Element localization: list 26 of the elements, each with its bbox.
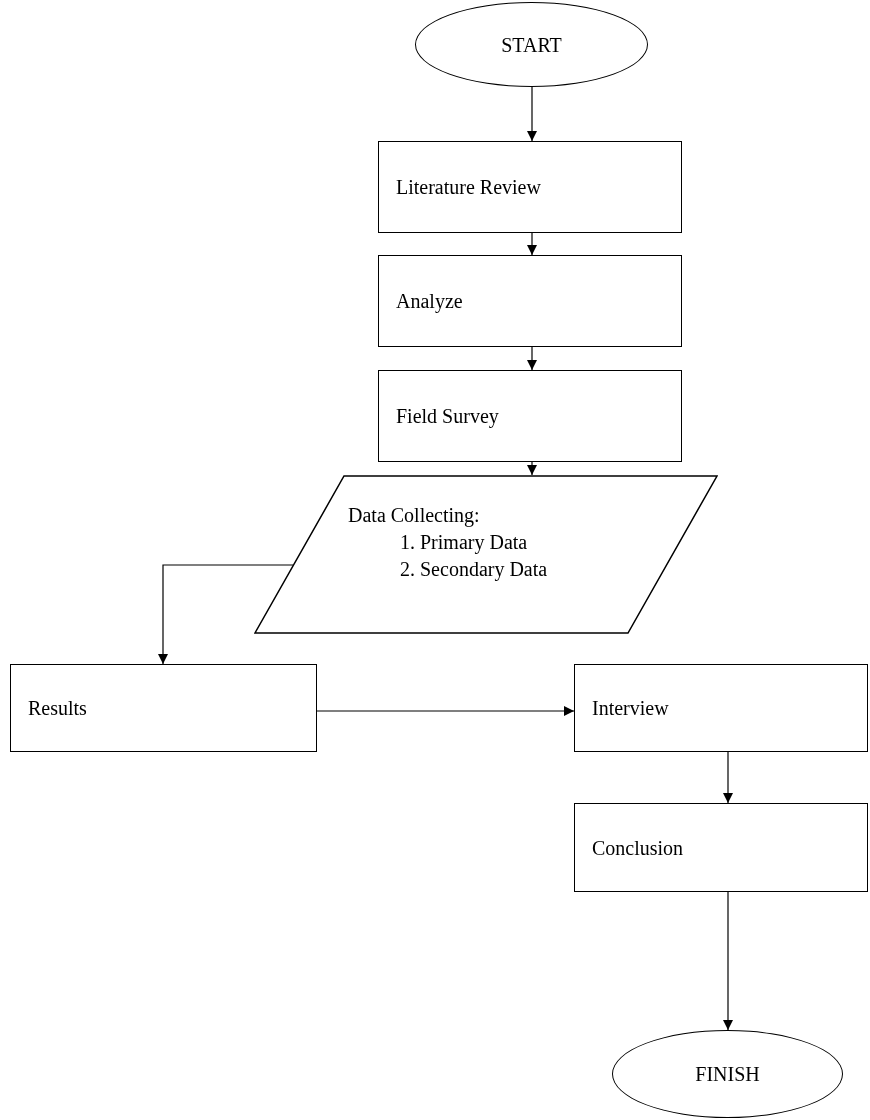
arrow: [527, 346, 537, 371]
list-item: 1. Primary Data: [399, 530, 529, 554]
process-box: [574, 803, 868, 892]
node-label: Literature Review: [396, 175, 541, 200]
node-label: FINISH: [695, 1062, 760, 1087]
process-box: [10, 664, 317, 752]
process-box: [378, 370, 682, 462]
node-label: Results: [28, 696, 87, 721]
arrow: [527, 461, 537, 476]
node-label: Conclusion: [592, 835, 684, 861]
arrow: [158, 564, 294, 665]
arrow: [527, 86, 537, 142]
arrow: [723, 891, 733, 1031]
node-label: Interview: [592, 696, 669, 721]
node-label: Field Survey: [396, 404, 499, 430]
process-box: [378, 141, 682, 233]
node-label: Analyze: [396, 289, 463, 315]
arrow: [527, 232, 537, 256]
data-parallelogram: [254, 475, 718, 634]
process-box: [574, 664, 868, 752]
node-heading: Data Collecting:: [348, 503, 481, 527]
list-item: 2. Secondary Data: [399, 557, 548, 581]
process-box: [378, 255, 682, 347]
arrow: [723, 751, 733, 804]
arrow: [316, 706, 575, 716]
node-label: START: [501, 32, 562, 58]
